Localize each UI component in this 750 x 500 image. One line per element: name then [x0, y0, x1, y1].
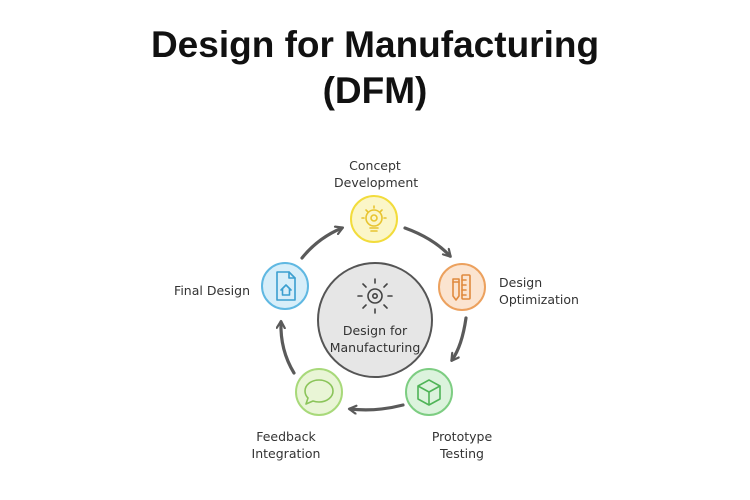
sun-gear-icon [357, 278, 393, 314]
title-line-2: (DFM) [322, 70, 428, 111]
arrow-concept-to-optimization [403, 226, 450, 256]
arrow-feedback-to-final [281, 322, 296, 375]
center-circle [317, 262, 433, 378]
cube-icon [417, 379, 441, 406]
label-concept-line-1: Concept [349, 158, 401, 173]
arrow-prototype-to-feedback [350, 403, 405, 410]
center-label: Design for Manufacturing [318, 322, 432, 356]
node-circle-concept [350, 195, 398, 243]
document-icon [276, 271, 296, 301]
node-final-design [261, 262, 309, 310]
title-line-1: Design for Manufacturing [150, 24, 600, 65]
label-prototype-line-1: Prototype [431, 429, 493, 444]
node-prototype-testing [405, 368, 453, 416]
label-final-design: Final Design [150, 282, 250, 299]
diagram-title: Design for Manufacturing (DFM) [0, 22, 750, 114]
pencil-ruler-icon [452, 274, 471, 301]
label-design-optimization: Design Optimization [499, 274, 599, 308]
arrow-final-to-concept [300, 228, 342, 260]
center-label-line-2: Manufacturing [329, 340, 421, 355]
arrow-optimization-to-prototype [452, 316, 468, 360]
gear-lightbulb-icon [361, 205, 387, 232]
node-concept-development [350, 195, 398, 243]
label-feedback-line-1: Feedback [256, 429, 316, 444]
center-hub [317, 262, 433, 378]
cycle-arrows [281, 226, 468, 410]
label-prototype-testing: Prototype Testing [416, 428, 508, 462]
label-optimization-line-1: Design [499, 275, 543, 290]
node-circle-feedback [295, 368, 343, 416]
label-optimization-line-2: Optimization [499, 292, 579, 307]
label-concept-line-2: Development [334, 175, 419, 190]
label-feedback-line-2: Integration [251, 446, 321, 461]
label-feedback-integration: Feedback Integration [240, 428, 332, 462]
center-label-line-1: Design for [342, 323, 408, 338]
node-feedback-integration [295, 368, 343, 416]
node-design-optimization [438, 263, 486, 311]
chat-bubble-icon [304, 379, 334, 405]
label-final-line-1: Final Design [174, 283, 250, 298]
label-concept-development: Concept Development [334, 157, 419, 191]
label-prototype-line-2: Testing [440, 446, 484, 461]
